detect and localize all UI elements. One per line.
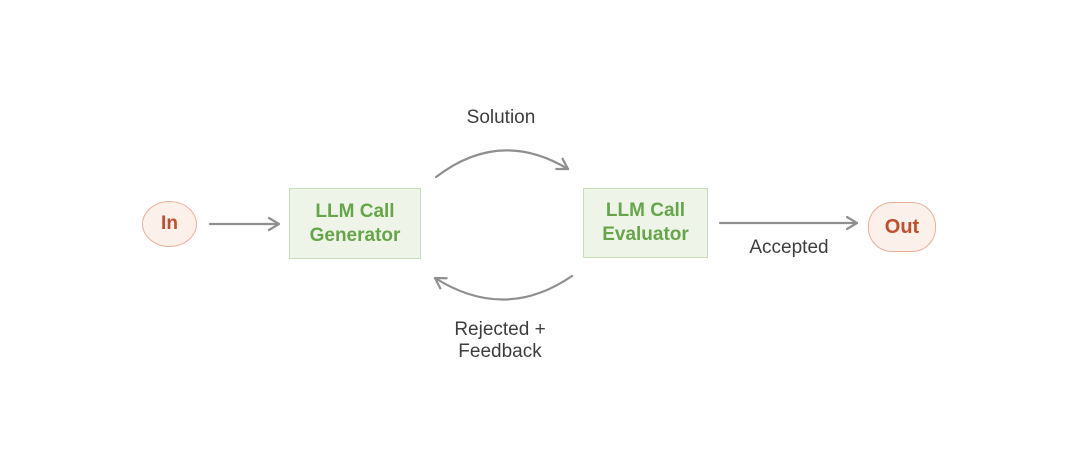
rejected-label-line2: Feedback (458, 341, 542, 362)
node-in-label: In (161, 213, 178, 234)
generator-label-line2: Generator (309, 224, 401, 246)
node-llm-call-evaluator: LLM Call Evaluator (583, 188, 708, 258)
node-out-label: Out (884, 215, 920, 238)
node-in: In (142, 201, 197, 247)
arrow-rejected-curve (433, 274, 574, 301)
rejected-label-line1: Rejected + (454, 319, 546, 340)
arrow-solution-curve (434, 149, 570, 179)
node-llm-call-generator: LLM Call Generator (289, 188, 421, 259)
accepted-edge-label: Accepted (749, 237, 829, 258)
evaluator-label-line2: Evaluator (602, 224, 689, 245)
evaluator-label-line1: LLM Call (605, 200, 686, 221)
generator-label-line1: LLM Call (315, 200, 395, 222)
solution-edge-label: Solution (466, 107, 536, 128)
node-out: Out (868, 202, 936, 252)
rejected-feedback-edge-label: Rejected + Feedback (390, 319, 610, 363)
